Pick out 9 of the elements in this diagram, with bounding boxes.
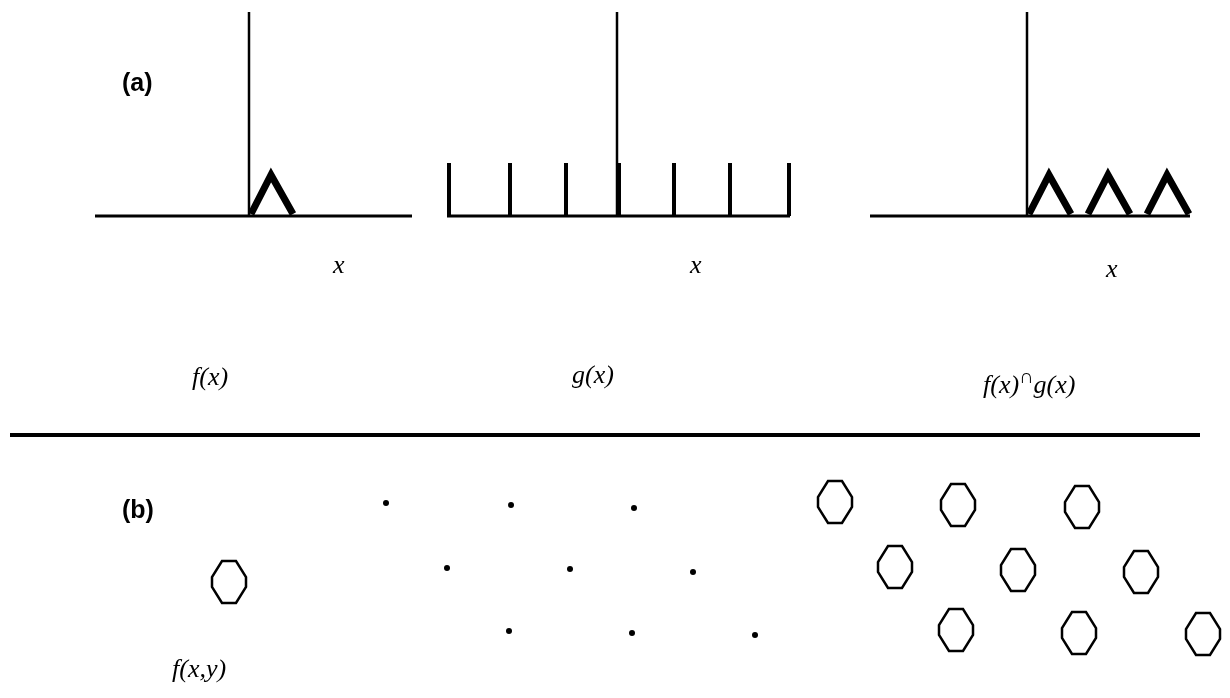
panel-label: (a) [122,70,153,95]
function-label: g(x) [572,362,614,388]
axis-label: x [690,252,702,278]
axis-label: x [333,252,345,278]
function-label: f(x) [192,364,229,390]
axis-label: x [1106,256,1118,282]
function-label: f(x,y) [172,656,227,682]
panel-label: (b) [122,497,154,522]
function-label: f(x)$^{∩}$g(x) [983,366,1076,398]
